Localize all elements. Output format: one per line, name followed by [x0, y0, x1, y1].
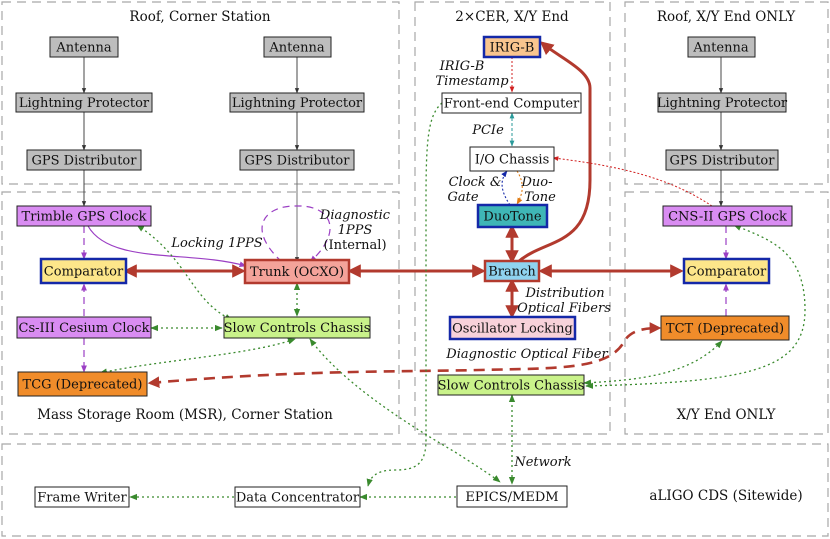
epics-medm-node: EPICS/MEDM: [456, 485, 568, 508]
duotone-node: DuoTone: [476, 203, 549, 229]
label-network: Network: [513, 455, 571, 470]
label-timestamp: Timestamp: [435, 74, 509, 89]
label-gate: Gate: [447, 190, 478, 205]
svg-text:I/O Chassis: I/O Chassis: [475, 153, 550, 168]
label-diagnostic-fiber: Diagnostic Optical Fiber: [445, 347, 608, 362]
lightning-protector-node-3: Lightning Protector: [657, 92, 788, 113]
svg-text:Front-end Computer: Front-end Computer: [444, 97, 580, 112]
label-1pps: 1PPS: [338, 223, 373, 238]
irig-b-node: IRIG-B: [482, 35, 542, 59]
region-label-roof-xy: Roof, X/Y End ONLY: [657, 9, 796, 25]
svg-text:TCT (Deprecated): TCT (Deprecated): [666, 322, 784, 337]
green-dotted-edges: [99, 102, 806, 501]
label-distribution: Distribution: [524, 286, 604, 301]
front-end-computer-node: Front-end Computer: [441, 92, 582, 114]
comparator-end-node: Comparator: [682, 257, 771, 285]
svg-text:Antenna: Antenna: [268, 41, 324, 56]
svg-text:Cs-III Cesium Clock: Cs-III Cesium Clock: [19, 321, 150, 336]
cns-gps-clock-node: CNS-II GPS Clock: [662, 205, 793, 227]
trunk-ocxo-node: Trunk (OCXO): [243, 258, 351, 285]
svg-text:Lightning Protector: Lightning Protector: [19, 96, 150, 111]
label-tone: Tone: [524, 190, 556, 205]
antenna-node-3: Antenna: [687, 36, 756, 58]
region-label-cer: 2×CER, X/Y End: [455, 9, 569, 25]
gps-chain-edges: [81, 57, 724, 263]
svg-text:Branch: Branch: [488, 265, 536, 280]
lightning-protector-node-1: Lightning Protector: [15, 92, 153, 113]
label-locking-1pps: Locking 1PPS: [170, 236, 262, 251]
region-roof-xy: Roof, X/Y End ONLY: [624, 1, 829, 185]
svg-text:IRIG-B: IRIG-B: [490, 41, 535, 56]
region-label-msr: Mass Storage Room (MSR), Corner Station: [37, 407, 333, 423]
label-clock: Clock &: [449, 175, 502, 190]
svg-text:Lightning Protector: Lightning Protector: [657, 96, 788, 111]
svg-text:Antenna: Antenna: [55, 41, 111, 56]
lightning-protector-node-2: Lightning Protector: [229, 92, 365, 113]
svg-text:Trunk (OCXO): Trunk (OCXO): [250, 265, 344, 280]
svg-text:Comparator: Comparator: [44, 265, 124, 280]
antenna-node-2: Antenna: [263, 36, 332, 58]
region-label-cds: aLIGO CDS (Sitewide): [649, 488, 802, 504]
label-pcie: PCIe: [471, 123, 504, 138]
region-label-roof-corner: Roof, Corner Station: [129, 9, 270, 25]
svg-text:Slow Controls Chassis: Slow Controls Chassis: [224, 321, 371, 336]
svg-text:Data Concentrator: Data Concentrator: [236, 491, 360, 506]
comparator-msr-node: Comparator: [39, 257, 128, 285]
svg-text:TCG (Deprecated): TCG (Deprecated): [23, 378, 143, 393]
label-diagnostic: Diagnostic: [319, 208, 391, 223]
region-msr: Mass Storage Room (MSR), Corner Station: [1, 191, 400, 435]
cns-to-io-edge: [552, 156, 713, 207]
svg-text:Oscillator Locking: Oscillator Locking: [452, 322, 573, 337]
branch-node: Branch: [483, 259, 541, 283]
svg-text:Frame Writer: Frame Writer: [37, 491, 127, 506]
purple-dashed-edges: [81, 205, 729, 373]
svg-text:GPS Distributor: GPS Distributor: [245, 154, 351, 169]
label-optical-fibers: Optical Fibers: [517, 301, 611, 316]
region-label-xy-end: X/Y End ONLY: [677, 407, 777, 423]
svg-text:Comparator: Comparator: [687, 265, 767, 280]
svg-text:GPS Distributor: GPS Distributor: [32, 154, 138, 169]
io-chassis-node: I/O Chassis: [469, 146, 555, 172]
svg-text:EPICS/MEDM: EPICS/MEDM: [465, 490, 558, 505]
label-irig-b: IRIG-B: [439, 59, 485, 74]
tct-node: TCT (Deprecated): [660, 315, 790, 341]
cesium-clock-node: Cs-III Cesium Clock: [16, 316, 152, 339]
svg-text:Antenna: Antenna: [692, 41, 748, 56]
trimble-gps-clock-node: Trimble GPS Clock: [16, 205, 152, 227]
svg-text:DuoTone: DuoTone: [483, 210, 541, 225]
label-internal: (Internal): [323, 238, 386, 253]
gps-distributor-node-3: GPS Distributor: [665, 149, 779, 171]
gps-distributor-node-1: GPS Distributor: [26, 149, 142, 171]
branch-to-irigb-edge: [517, 41, 592, 264]
duotone-edge: [516, 170, 523, 205]
svg-text:Trimble GPS Clock: Trimble GPS Clock: [22, 210, 147, 225]
svg-text:Lightning Protector: Lightning Protector: [232, 96, 363, 111]
data-concentrator-node: Data Concentrator: [234, 486, 361, 508]
clock-gate-edge: [501, 170, 511, 206]
tcg-node: TCG (Deprecated): [17, 371, 148, 397]
frame-writer-node: Frame Writer: [34, 486, 130, 508]
gps-distributor-node-2: GPS Distributor: [239, 149, 355, 171]
oscillator-locking-node: Oscillator Locking: [448, 315, 577, 341]
label-duo: Duo-: [520, 175, 552, 190]
svg-text:Slow Controls Chassis: Slow Controls Chassis: [438, 379, 585, 394]
slow-controls-cer-node: Slow Controls Chassis: [437, 374, 585, 396]
svg-text:CNS-II GPS Clock: CNS-II GPS Clock: [668, 210, 787, 225]
region-roof-corner: Roof, Corner Station: [1, 1, 400, 185]
slow-controls-msr-node: Slow Controls Chassis: [223, 316, 371, 339]
svg-text:GPS Distributor: GPS Distributor: [670, 154, 776, 169]
antenna-node-1: Antenna: [49, 36, 119, 58]
